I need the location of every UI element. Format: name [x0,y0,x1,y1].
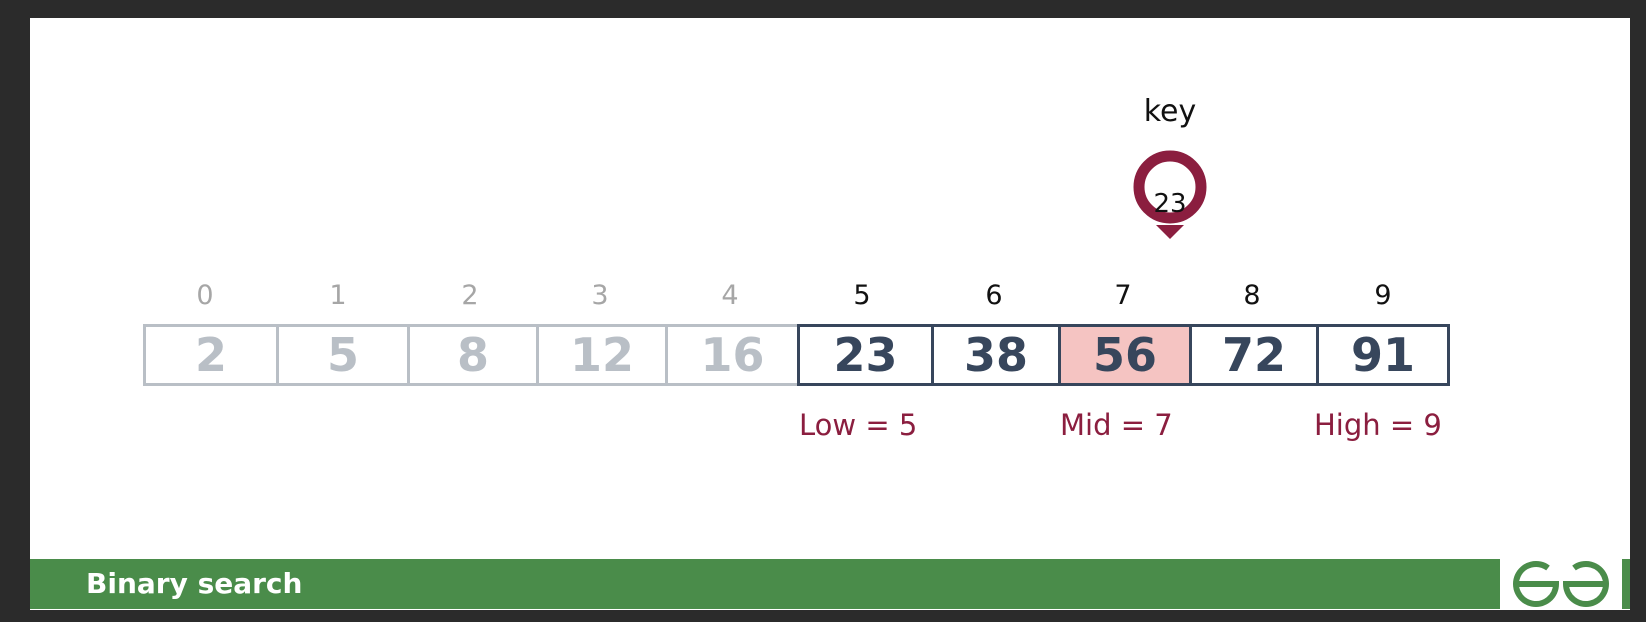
array-cell: 38 [931,324,1061,386]
footer-title: Binary search [86,567,303,600]
high-pointer-label: High = 9 [1314,408,1442,442]
index-label: 7 [1114,280,1132,311]
array-cell: 8 [407,324,539,386]
index-label: 9 [1374,280,1392,311]
array-cell-mid: 56 [1058,324,1192,386]
index-label: 8 [1243,280,1261,311]
index-label: 5 [853,280,871,311]
footer-bar: Binary search [30,559,1630,609]
key-marker-icon [1133,150,1207,239]
key-value: 23 [1153,189,1187,219]
slide: key 23 0 1 2 3 4 5 6 7 8 9 2 5 8 12 16 2… [30,18,1630,610]
array-cell: 12 [536,324,668,386]
index-label: 6 [985,280,1003,311]
geeksforgeeks-logo-icon [1513,561,1609,607]
index-label: 3 [591,280,609,311]
array-cell: 23 [797,324,934,386]
index-label: 2 [461,280,479,311]
array-cell: 5 [276,324,410,386]
low-pointer-label: Low = 5 [799,408,918,442]
index-label: 0 [196,280,214,311]
index-label: 1 [329,280,347,311]
index-label: 4 [721,280,739,311]
array-cell: 16 [665,324,800,386]
array-cell: 72 [1189,324,1319,386]
array-cell: 91 [1316,324,1450,386]
mid-pointer-label: Mid = 7 [1060,408,1173,442]
array-cell: 2 [143,324,279,386]
key-label: key [1143,94,1197,129]
logo-badge [1500,559,1622,609]
